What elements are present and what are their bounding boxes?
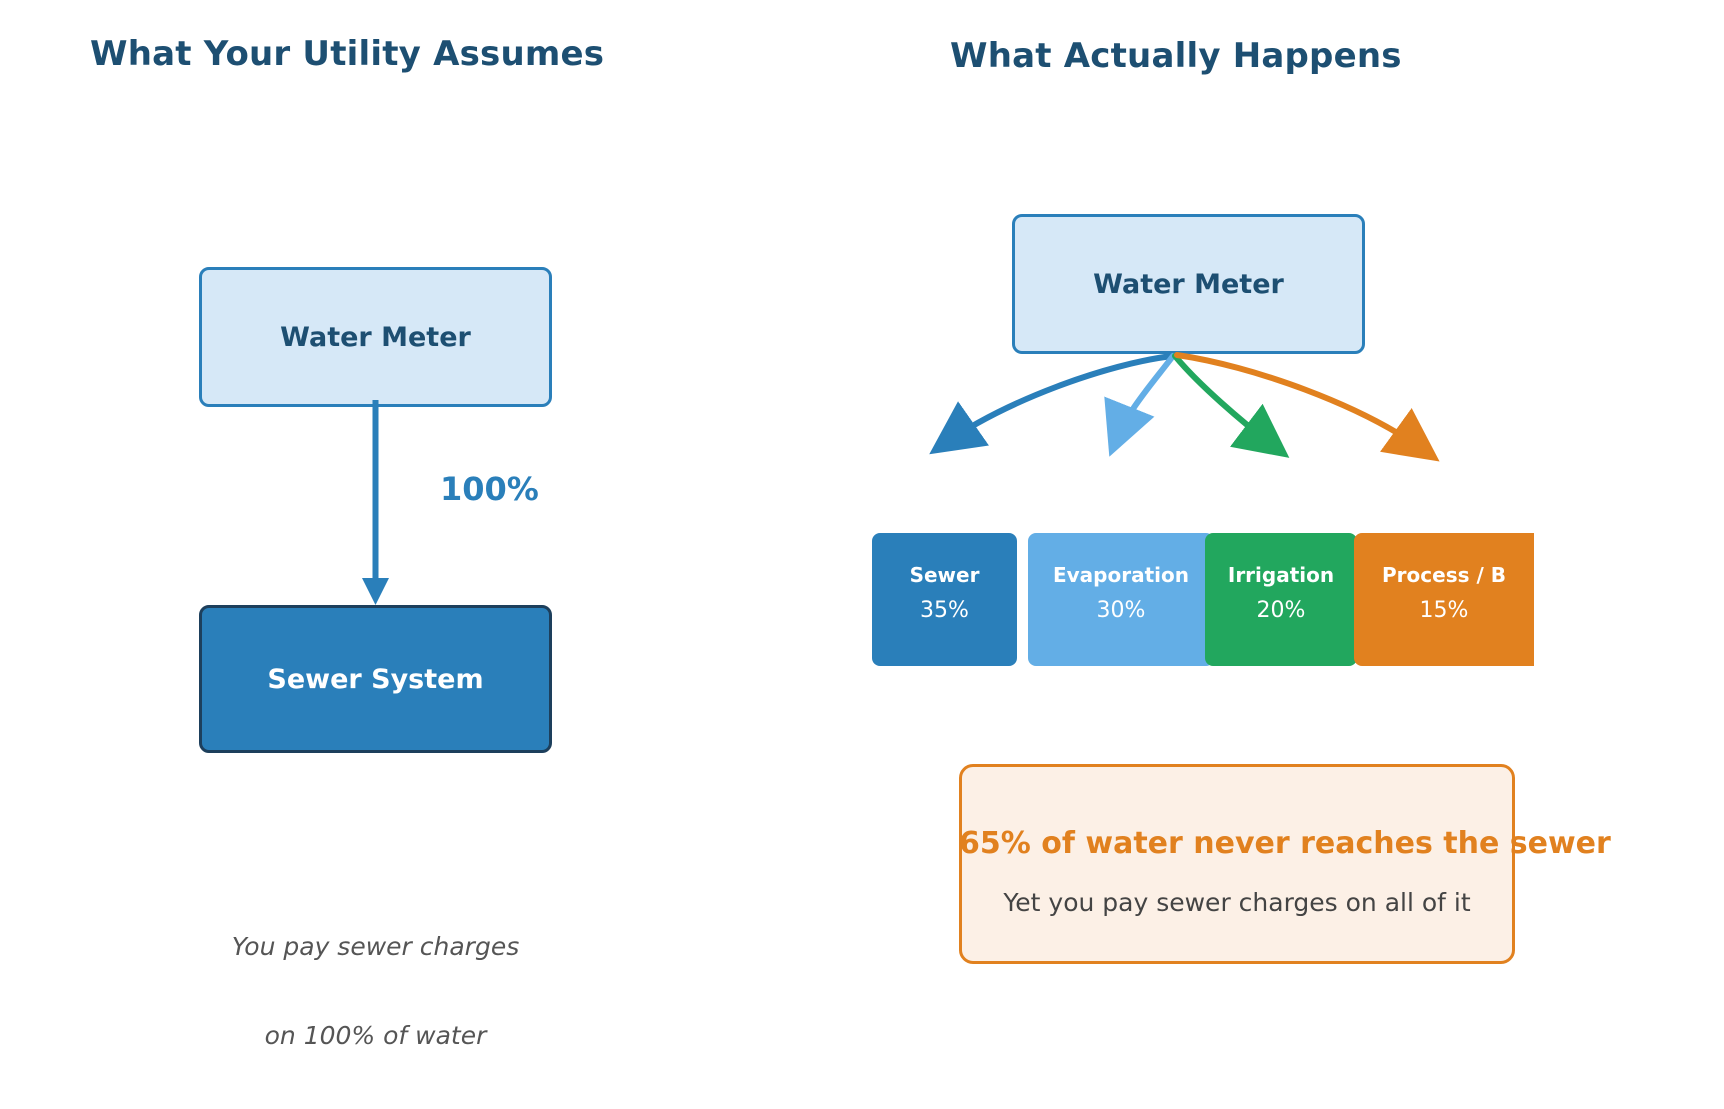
destination-box-evaporation: Evaporation 30% — [1028, 533, 1214, 666]
destination-label: Evaporation — [1052, 563, 1189, 587]
destination-box-process: Process / B 15% — [1354, 533, 1534, 666]
destination-label: Sewer — [909, 563, 980, 587]
right-panel-title: What Actually Happens — [950, 36, 1402, 76]
left-flow-arrow-icon — [362, 400, 389, 605]
destination-percent: 20% — [1256, 598, 1306, 623]
right-water-meter-node: Water Meter — [1012, 214, 1365, 354]
left-flow-percent-label: 100% — [440, 470, 539, 508]
destination-percent: 15% — [1419, 598, 1469, 623]
left-water-meter-node: Water Meter — [199, 267, 552, 407]
left-caption-line-1: You pay sewer charges — [231, 932, 520, 961]
callout-subtext: Yet you pay sewer charges on all of it — [1003, 888, 1471, 917]
left-panel-title: What Your Utility Assumes — [90, 34, 605, 74]
left-water-meter-label: Water Meter — [280, 321, 471, 353]
callout-box — [959, 764, 1515, 964]
destination-percent: 35% — [920, 598, 969, 623]
destination-label: Process / B — [1382, 563, 1506, 587]
distribution-arrows-icon — [929, 352, 1440, 462]
left-caption: You pay sewer charges on 100% of water — [199, 873, 552, 1109]
callout-headline: 65% of water never reaches the sewer — [959, 826, 1611, 861]
right-water-meter-label: Water Meter — [1093, 268, 1284, 300]
destination-percent: 30% — [1096, 598, 1146, 623]
destination-box-irrigation: Irrigation 20% — [1205, 533, 1357, 666]
utility-assumes-panel: What Your Utility Assumes Water Meter 10… — [0, 0, 862, 1083]
left-caption-line-2: on 100% of water — [264, 1020, 487, 1050]
left-sewer-system-label: Sewer System — [267, 663, 484, 695]
actually-happens-panel: What Actually Happens Water Meter Sewer — [862, 0, 1724, 1083]
destination-label: Irrigation — [1227, 563, 1335, 587]
destination-box-sewer: Sewer 35% — [872, 533, 1017, 666]
left-sewer-system-node: Sewer System — [199, 605, 552, 753]
